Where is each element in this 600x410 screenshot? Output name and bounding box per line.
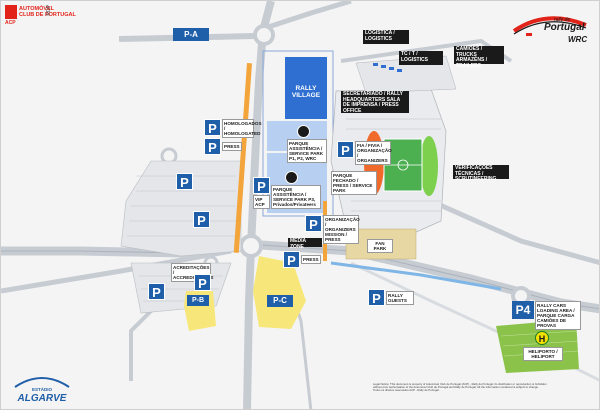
tc-logistics-label: TC / T / LOGISTICS	[399, 51, 443, 65]
rally-guests-label: RALLY GUESTS	[386, 291, 414, 305]
road-nw	[255, 1, 352, 34]
brand-line1: rally de	[554, 17, 571, 23]
p-vip-sign: P	[253, 177, 270, 194]
headquarters-label: SECRETARIADO / RALLY HEADQUARTERS SALA D…	[341, 91, 409, 114]
parking-pa-label: P-A	[173, 28, 209, 41]
p4-description: RALLY CARS LOADING AREA / PARQUE CARGA C…	[535, 301, 581, 330]
roundabout-center	[239, 234, 263, 258]
venue-logo: ESTÁDIO ALGARVE	[11, 373, 73, 405]
parking-p4-label: P4	[512, 301, 534, 319]
rally-village-area	[285, 57, 327, 119]
road-east-lower	[350, 261, 599, 382]
p-homologated-sign: P	[204, 119, 221, 136]
rally-village-label: RALLY VILLAGE	[291, 85, 321, 99]
legal-note: Legal Notice: This document is property …	[373, 382, 553, 393]
parking-pc-label: P-C	[267, 295, 293, 307]
rally-guests-strip	[330, 261, 502, 291]
organizer-line1: AUTOMÓVEL	[19, 6, 55, 12]
legal-note-line3: Todos os direitos reservados ACP - Rally…	[373, 388, 440, 393]
event-brand: rally de Portugal WRC	[506, 7, 594, 45]
road-west-lower	[1, 248, 232, 294]
side-code: RDP	[46, 5, 52, 16]
organization-label: ORGANIZAÇÃO / ORGANIZERS MISSION / PRESS	[323, 215, 360, 244]
fan-park-label: FAN PARK	[367, 239, 393, 253]
pitch-centre-circle	[397, 159, 409, 171]
p-west-1-sign: P	[176, 173, 193, 190]
organizer-line2: CLUB DE PORTUGAL	[19, 12, 76, 18]
legal-note-line1: Legal Notice: This document is property …	[373, 382, 547, 386]
road-west-east-edge	[1, 244, 599, 310]
heliport-label: HELIPORTO / HELIPORT	[523, 347, 563, 361]
brand-line2: Portugal	[544, 22, 585, 33]
orange-strip-west	[233, 63, 252, 253]
p-organization-sign: P	[305, 215, 322, 232]
trucks-label: CAMIÕES / TRUCKS ARMAZÉNS / TRAILERS	[454, 46, 504, 69]
scrutineering-label: VERIFICAÇÕES TÉCNICAS / SCRUTINEERING	[453, 165, 509, 182]
pc-area	[253, 256, 306, 329]
p-sw-sign: P	[148, 283, 165, 300]
event-brand-logo-icon	[512, 16, 587, 36]
series-mark: WRC	[568, 35, 588, 44]
stadium-stands-east	[420, 136, 438, 196]
organizer-code: ACP	[5, 20, 16, 26]
venue-line1: ESTÁDIO	[31, 387, 52, 392]
parking-pb-label: P-B	[187, 295, 209, 306]
press-label: PRESS	[222, 142, 242, 151]
roundabout-north	[253, 24, 275, 46]
venue-line2: ALGARVE	[17, 393, 67, 404]
fia-organization-label: FIA / FIVIA / ORGANIZAÇÃO / ORGANIZERS	[355, 141, 392, 165]
media-zone-label: MEDIA ZONE	[288, 238, 322, 249]
service-park-marker2-icon	[285, 171, 298, 184]
p-rally-guests-sign: P	[368, 289, 385, 306]
venue-logo-icon	[14, 377, 70, 388]
logistics-label: LOGISTICA / LOGISTICS	[363, 30, 409, 44]
p-fia-sign: P	[337, 141, 354, 158]
p-accreditation-sign: P	[194, 274, 211, 291]
organizer-name: AUTOMÓVEL CLUB DE PORTUGAL	[19, 6, 76, 18]
road-diagonal-se	[429, 198, 599, 266]
heliport-icon: H	[535, 331, 549, 345]
service-park-label: PARQUE ASSISTÊNCIA / SERVICE PARK P1, P2…	[287, 139, 327, 163]
p-press-2-sign: P	[283, 251, 300, 268]
parque-fechado-label: PARQUE FECHADO / PRESS / SERVICE PARK	[331, 171, 377, 195]
p-west-2-sign: P	[193, 211, 210, 228]
vip-acp-label: VIP ACP	[253, 195, 270, 209]
service-park-marker-icon	[297, 125, 310, 138]
legal-note-line2: without prior authorisation of the Autom…	[373, 385, 539, 390]
press-2-label: PRESS	[301, 255, 321, 264]
homologated-label: HOMOLOGADOS / HOMOLOGATED	[222, 119, 262, 138]
p-press-sign: P	[204, 138, 221, 155]
service-park-privateers-label: PARQUE ASSISTÊNCIA / SERVICE PARK P3, Pr…	[271, 185, 321, 209]
